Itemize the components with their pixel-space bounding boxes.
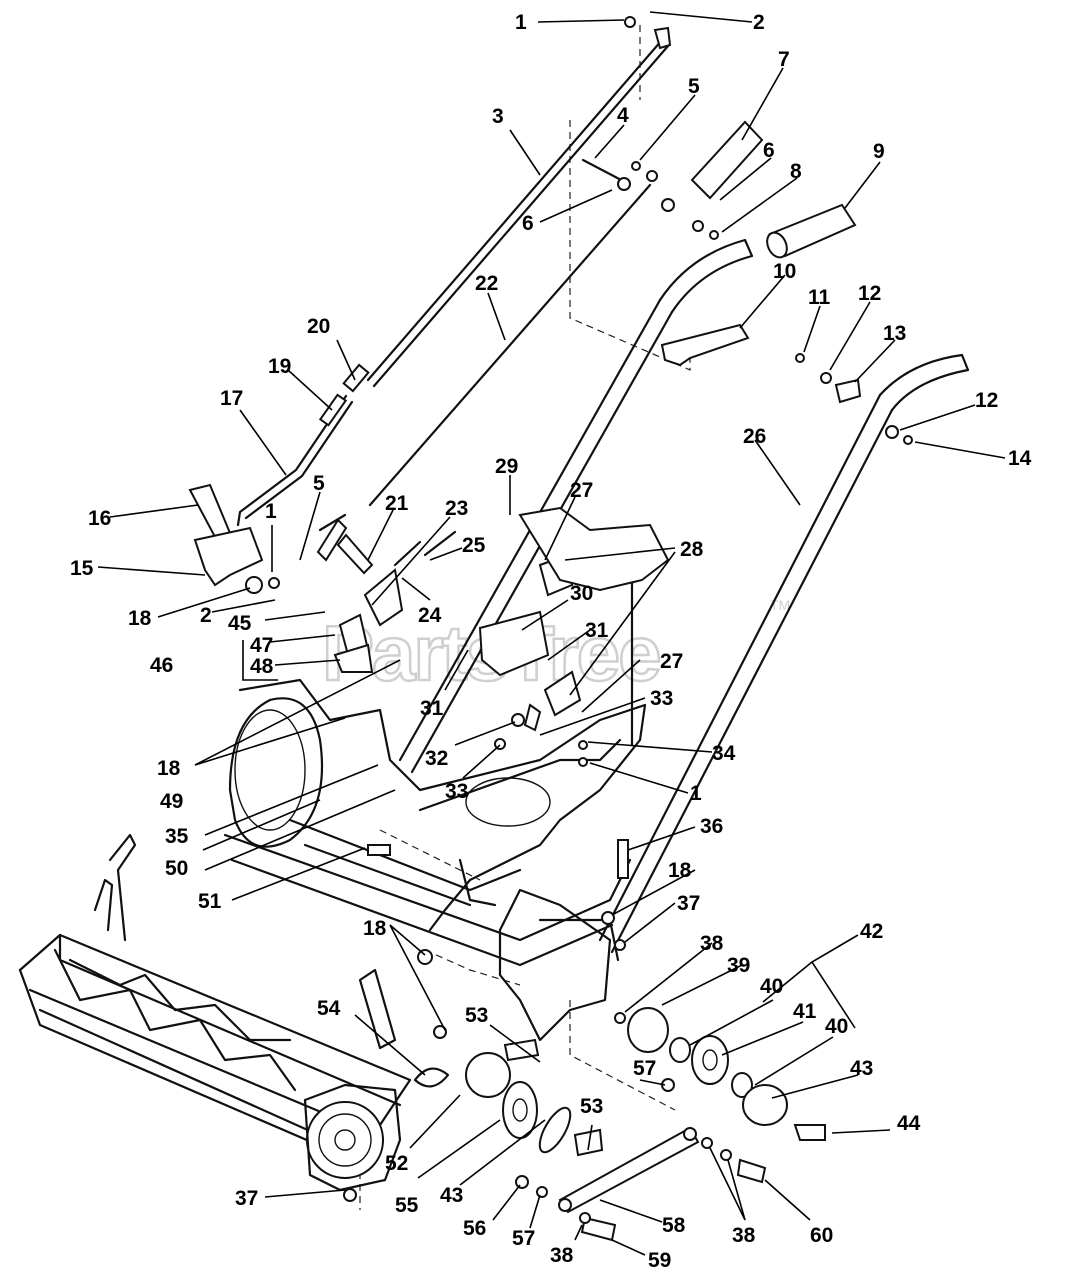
callout-18c: 18	[668, 859, 692, 882]
callout-1: 1	[515, 11, 527, 34]
callout-12b: 12	[975, 389, 998, 412]
frame-deck	[223, 678, 647, 1042]
top-hardware	[581, 16, 913, 445]
callout-4: 4	[617, 104, 629, 127]
callout-47: 47	[250, 634, 273, 657]
callout-5: 5	[688, 75, 700, 98]
callout-1b: 1	[690, 782, 702, 805]
callout-60: 60	[810, 1224, 833, 1247]
callout-32: 32	[425, 747, 448, 770]
callout-43: 43	[850, 1057, 873, 1080]
callout-52: 52	[385, 1152, 408, 1175]
callout-58: 58	[662, 1214, 686, 1237]
callout-16: 16	[88, 507, 111, 530]
callout-2: 2	[753, 11, 765, 34]
callout-27: 27	[570, 479, 593, 502]
callout-7: 7	[778, 48, 790, 71]
callout-45: 45	[228, 612, 252, 635]
callout-31: 31	[585, 619, 609, 642]
callout-51: 51	[198, 890, 222, 913]
callout-20: 20	[307, 315, 330, 338]
callout-15: 15	[70, 557, 94, 580]
callout-31b: 31	[420, 697, 444, 720]
callout-10: 10	[773, 260, 796, 283]
callout-21: 21	[385, 492, 409, 515]
callout-49: 49	[160, 790, 183, 813]
callout-36: 36	[700, 815, 723, 838]
callout-57b: 57	[512, 1227, 535, 1250]
callout-35: 35	[165, 825, 189, 848]
callout-19: 19	[268, 355, 291, 378]
callout-9: 9	[873, 140, 885, 163]
callout-42: 42	[860, 920, 883, 943]
lever-parts	[188, 483, 457, 673]
wheel-hardware	[367, 740, 826, 1242]
callout-22: 22	[475, 272, 498, 295]
callout-26: 26	[743, 425, 766, 448]
callout-54: 54	[317, 997, 341, 1020]
callout-33: 33	[650, 687, 673, 710]
callout-28: 28	[680, 538, 704, 561]
callout-44: 44	[897, 1112, 921, 1135]
callout-11: 11	[808, 286, 831, 309]
callout-48: 48	[250, 655, 274, 678]
callout-5b: 5	[313, 472, 325, 495]
callout-29: 29	[495, 455, 518, 478]
callout-17: 17	[220, 387, 243, 410]
callout-50: 50	[165, 857, 188, 880]
callout-39: 39	[727, 954, 750, 977]
callout-38b: 38	[550, 1244, 574, 1267]
callout-37: 37	[677, 892, 700, 915]
callout-41: 41	[793, 1000, 817, 1023]
callout-14: 14	[1008, 447, 1032, 470]
callout-13: 13	[883, 322, 906, 345]
callout-2b: 2	[200, 604, 212, 627]
callout-8: 8	[790, 160, 802, 183]
callout-56: 56	[463, 1217, 486, 1240]
callout-18: 18	[128, 607, 152, 630]
callout-38c: 38	[732, 1224, 756, 1247]
callout-59: 59	[648, 1249, 671, 1272]
control-rod-assembly	[236, 38, 670, 527]
callout-24: 24	[418, 604, 442, 627]
callout-33b: 33	[445, 780, 468, 803]
callout-40: 40	[760, 975, 783, 998]
callout-12: 12	[858, 282, 881, 305]
callout-18d: 18	[363, 917, 387, 940]
callout-leaders	[97, 11, 1006, 1256]
callout-27b: 27	[660, 650, 683, 673]
callout-40b: 40	[825, 1015, 848, 1038]
reel-assembly	[18, 833, 412, 1202]
callout-38: 38	[700, 932, 724, 955]
callout-1c: 1	[265, 500, 277, 523]
callout-6b: 6	[522, 212, 534, 235]
callout-23: 23	[445, 497, 468, 520]
callout-46: 46	[150, 654, 173, 677]
callout-43b: 43	[440, 1184, 463, 1207]
callout-18b: 18	[157, 757, 181, 780]
callout-37b: 37	[235, 1187, 258, 1210]
center-bracket	[478, 506, 670, 750]
callout-numbers: 1 2 3 4 5 6 6 7 8 9 10 11 12 12 13 14 15…	[70, 11, 1032, 1272]
callout-57: 57	[633, 1057, 656, 1080]
callout-55: 55	[395, 1194, 419, 1217]
callout-25: 25	[462, 534, 486, 557]
callout-53: 53	[465, 1004, 488, 1027]
callout-3: 3	[492, 105, 504, 128]
callout-6: 6	[763, 139, 775, 162]
callout-30: 30	[570, 582, 593, 605]
callout-34: 34	[712, 742, 736, 765]
callout-53b: 53	[580, 1095, 603, 1118]
